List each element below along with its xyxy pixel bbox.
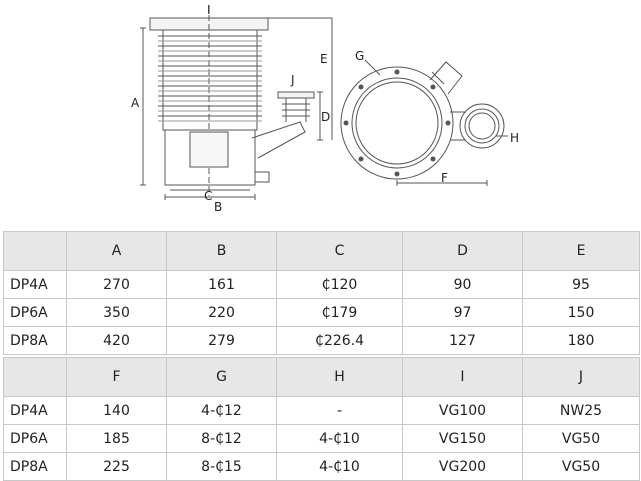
table-cell: 220 bbox=[166, 298, 277, 327]
table-cell: 150 bbox=[522, 298, 640, 327]
table-row: DP6A 350 220 ₵179 97 150 bbox=[3, 298, 640, 327]
header-cell: C bbox=[276, 231, 403, 271]
label-f: F bbox=[441, 171, 448, 185]
header-cell: D bbox=[402, 231, 523, 271]
table-row: DP4A 140 4-₵12 - VG100 NW25 bbox=[3, 396, 640, 425]
table-cell: ₵120 bbox=[276, 270, 403, 299]
table-cell: - bbox=[276, 396, 403, 425]
header-cell: B bbox=[166, 231, 277, 271]
table-cell: ₵226.4 bbox=[276, 326, 403, 355]
label-c: C bbox=[204, 189, 212, 203]
header-cell: A bbox=[66, 231, 167, 271]
table-cell: 4-₵10 bbox=[276, 452, 403, 481]
table-cell: 161 bbox=[166, 270, 277, 299]
header-row-1: A B C D E bbox=[3, 231, 640, 271]
table-cell: 420 bbox=[66, 326, 167, 355]
model-cell: DP6A bbox=[3, 298, 67, 327]
label-i: I bbox=[207, 3, 211, 17]
table-cell: 180 bbox=[522, 326, 640, 355]
table-cell: VG50 bbox=[522, 452, 640, 481]
header-cell: F bbox=[66, 357, 167, 397]
model-cell: DP8A bbox=[3, 452, 67, 481]
label-j: J bbox=[290, 73, 295, 87]
table-row: DP4A 270 161 ₵120 90 95 bbox=[3, 270, 640, 299]
table-cell: 95 bbox=[522, 270, 640, 299]
table-cell: VG50 bbox=[522, 424, 640, 453]
header-cell: E bbox=[522, 231, 640, 271]
table-cell: 8-₵12 bbox=[166, 424, 277, 453]
header-cell: G bbox=[166, 357, 277, 397]
table-cell: VG200 bbox=[402, 452, 523, 481]
label-h: H bbox=[510, 131, 519, 145]
label-b: B bbox=[214, 200, 222, 214]
header-row-2: F G H I J bbox=[3, 357, 640, 397]
label-g: G bbox=[355, 49, 364, 63]
model-cell: DP4A bbox=[3, 396, 67, 425]
header-cell: I bbox=[402, 357, 523, 397]
table-row: DP8A 420 279 ₵226.4 127 180 bbox=[3, 326, 640, 355]
table-row: DP8A 225 8-₵15 4-₵10 VG200 VG50 bbox=[3, 452, 640, 481]
table-cell: 140 bbox=[66, 396, 167, 425]
table-cell: 279 bbox=[166, 326, 277, 355]
table-cell: VG150 bbox=[402, 424, 523, 453]
table-cell: VG100 bbox=[402, 396, 523, 425]
table-row: DP6A 185 8-₵12 4-₵10 VG150 VG50 bbox=[3, 424, 640, 453]
table-cell: 270 bbox=[66, 270, 167, 299]
header-cell: H bbox=[276, 357, 403, 397]
table-cell: 8-₵15 bbox=[166, 452, 277, 481]
table-cell: 127 bbox=[402, 326, 523, 355]
table-cell: 350 bbox=[66, 298, 167, 327]
table-cell: NW25 bbox=[522, 396, 640, 425]
specification-table: A B C D E DP4A 270 161 ₵120 90 95 DP6A 3… bbox=[3, 231, 640, 481]
model-cell: DP4A bbox=[3, 270, 67, 299]
label-a: A bbox=[131, 96, 140, 110]
label-e: E bbox=[320, 52, 328, 66]
table-cell: 4-₵10 bbox=[276, 424, 403, 453]
label-d: D bbox=[321, 110, 330, 124]
table-cell: ₵179 bbox=[276, 298, 403, 327]
model-cell: DP6A bbox=[3, 424, 67, 453]
table-cell: 97 bbox=[402, 298, 523, 327]
table-cell: 4-₵12 bbox=[166, 396, 277, 425]
table-cell: 225 bbox=[66, 452, 167, 481]
table-cell: 90 bbox=[402, 270, 523, 299]
header-cell bbox=[3, 231, 67, 271]
pump-dimension-drawing: A B C D E F G H I J bbox=[131, 3, 519, 214]
header-cell bbox=[3, 357, 67, 397]
header-cell: J bbox=[522, 357, 640, 397]
table-cell: 185 bbox=[66, 424, 167, 453]
model-cell: DP8A bbox=[3, 326, 67, 355]
